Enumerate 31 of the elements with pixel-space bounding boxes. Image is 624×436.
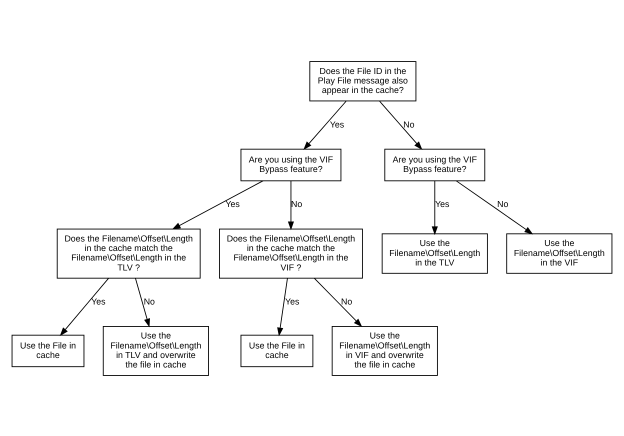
edge-label: Yes (91, 296, 106, 306)
arrow (379, 100, 422, 150)
arrow (135, 277, 150, 327)
node-box: Does the Filename\Offset\Length in the cache match the Filename\Offset\Length in the TLV ? (56, 228, 201, 278)
arrow (432, 180, 438, 235)
edge-label: Yes (225, 198, 240, 209)
node-box: Use the Filename\Offset\Length in TLV and overwrite the file in cache (102, 325, 209, 376)
edge-label: No (341, 296, 352, 306)
edge-label: Yes (435, 198, 450, 209)
arrow (303, 100, 347, 150)
node-box: Does the Filename\Offset\Length in the cache match the Filename\Offset\Length in the VIF ? (219, 228, 363, 278)
node-box: Are you using the VIF Bypass feature? (384, 148, 486, 181)
edge-label: No (291, 198, 302, 209)
node-box: Use the Filename\Offset\Length in VIF and overwrite the file in cache (332, 325, 438, 376)
node-box: Are you using the VIF Bypass feature? (240, 148, 342, 181)
node-box: Use the File in cache (240, 334, 314, 367)
node-box: Use the File in cache (12, 334, 84, 367)
edge-label: No (144, 296, 155, 306)
edge-label: Yes (285, 296, 300, 306)
arrow (314, 277, 362, 327)
arrow (60, 277, 109, 336)
arrow (288, 180, 294, 230)
edge-label: No (403, 118, 415, 129)
node-box: Use the Filename\Offset\Length in the TLV (382, 232, 488, 274)
node-box: Does the File ID in the Play File message also appear in the cache? (309, 60, 416, 101)
arrow (456, 180, 534, 234)
arrow (277, 277, 288, 336)
node-box: Use the Filename\Offset\Length in the VIF (506, 232, 612, 274)
edge-label: No (497, 198, 508, 209)
arrow (172, 180, 264, 230)
edge-label: Yes (330, 118, 344, 129)
